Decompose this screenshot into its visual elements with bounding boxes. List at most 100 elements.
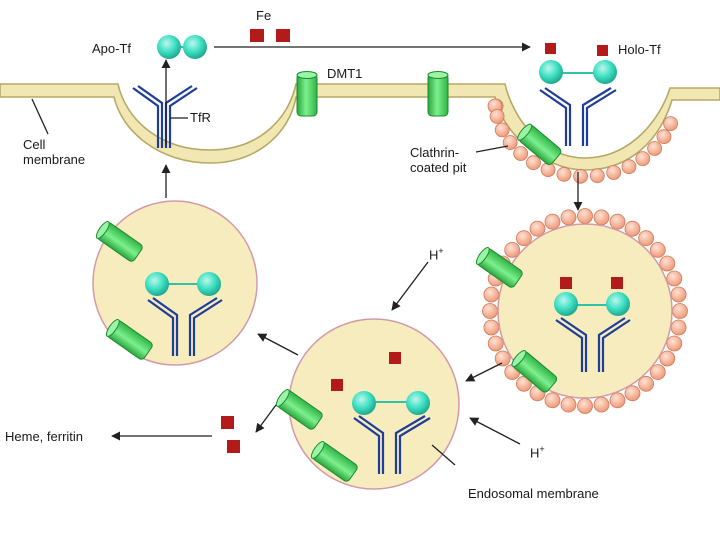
clathrin-bead	[621, 159, 637, 175]
fe-label: Fe	[256, 8, 272, 23]
apo-tf-complex	[352, 391, 430, 415]
cell-membrane-label-line2: membrane	[23, 152, 86, 167]
cell-membrane-band	[0, 83, 720, 171]
arrow-h-plus-top	[391, 261, 429, 311]
apo-tf-complex	[145, 272, 221, 296]
clathrin-bead	[656, 129, 672, 145]
iron-icon	[221, 416, 234, 429]
iron-icon	[331, 379, 343, 391]
clathrin-bead	[638, 230, 654, 247]
clathrin-bead	[589, 168, 605, 184]
clathrin-bead	[504, 241, 521, 258]
clathrin-bead	[526, 155, 541, 171]
dmt1-channel-icon	[475, 247, 523, 288]
clathrin-bead	[659, 350, 676, 367]
cell-membrane	[0, 83, 720, 171]
tfr-label: TfR	[190, 110, 211, 125]
iron-icon	[597, 45, 608, 56]
h-symbol: H	[530, 445, 540, 461]
clathrin-bead	[593, 209, 610, 226]
clathrin-bead	[666, 270, 683, 287]
clathrin-bead	[544, 392, 561, 409]
clathrin-bead	[494, 122, 510, 138]
dmt1-channel-icon	[310, 441, 358, 482]
receptor-icon	[147, 297, 223, 356]
clathrin-coat-icon	[487, 98, 678, 184]
endosomal-membrane-label: Endosomal membrane	[468, 486, 599, 501]
apo-tf-label: Apo-Tf	[92, 41, 132, 56]
clathrin-bead	[560, 396, 577, 413]
clathrin-bead	[666, 335, 683, 352]
receptor-icon	[555, 317, 631, 372]
clathrin-bead	[494, 350, 511, 367]
plus-superscript: +	[438, 246, 444, 256]
h-plus-bottom-label: H+	[530, 442, 545, 460]
iron-icon	[276, 29, 290, 42]
clathrin-bead	[647, 141, 662, 156]
transferrin-icon	[183, 35, 207, 59]
clathrin-label: Clathrin- coated pit	[410, 145, 466, 175]
iron-icon	[545, 43, 556, 54]
holo-tf-complex	[539, 43, 617, 84]
clathrin-bead	[606, 165, 622, 180]
clathrin-bead	[516, 230, 532, 247]
dmt1-channel-icon	[517, 123, 562, 166]
transferrin-icon	[352, 391, 376, 415]
h-symbol: H	[429, 247, 439, 263]
clathrin-bead	[577, 398, 593, 414]
clathrin-bead	[609, 392, 626, 409]
h-plus-top-label: H+	[429, 244, 444, 262]
clathrin-bead	[487, 335, 504, 352]
clathrin-bead	[544, 213, 561, 230]
cell-membrane-label: Cell membrane	[23, 137, 85, 167]
iron-icon	[611, 277, 623, 289]
leader-cell-membrane	[31, 98, 49, 135]
leader-endosomal	[431, 444, 456, 466]
clathrin-bead	[577, 208, 593, 224]
clathrin-bead	[483, 286, 500, 303]
heme-ferritin-label: Heme, ferritin	[5, 429, 84, 444]
clathrin-bead	[670, 319, 687, 336]
clathrin-bead	[593, 396, 610, 413]
dmt1-channel-icon	[296, 71, 318, 117]
clathrin-bead	[529, 220, 546, 237]
receptor-icon	[539, 87, 617, 146]
iron-icon	[250, 29, 264, 42]
dmt1-channel-icon	[427, 71, 449, 117]
transferrin-icon	[406, 391, 430, 415]
apo-tf-complex	[157, 35, 207, 59]
clathrin-bead	[483, 319, 500, 336]
arrow-vesicle-to-endosome	[465, 362, 503, 382]
arrows	[31, 42, 583, 466]
clathrin-bead	[624, 220, 641, 237]
iron-icon	[227, 440, 240, 453]
clathrin-bead	[659, 255, 676, 272]
clathrin-bead	[489, 109, 505, 124]
transferrin-icon	[145, 272, 169, 296]
clathrin-bead	[672, 303, 688, 319]
clathrin-bead	[670, 286, 687, 303]
dmt1-channel-icon	[105, 319, 153, 360]
dmt1-channel-icon	[511, 350, 558, 393]
coated-vesicle	[497, 223, 673, 399]
clathrin-bead	[609, 213, 626, 230]
clathrin-coat-icon	[482, 208, 688, 414]
leader-clathrin	[475, 145, 509, 153]
transferrin-icon	[539, 60, 563, 84]
transferrin-icon	[157, 35, 181, 59]
transferrin-icon	[554, 292, 578, 316]
clathrin-bead	[482, 303, 498, 319]
plus-superscript: +	[539, 444, 545, 454]
dmt1-channel-icon	[275, 389, 323, 430]
clathrin-bead	[560, 209, 577, 226]
clathrin-bead	[573, 168, 588, 184]
arrow-fe-out	[255, 404, 277, 433]
transferrin-icon	[593, 60, 617, 84]
clathrin-bead	[624, 385, 641, 402]
cell-membrane-label-line1: Cell	[23, 137, 46, 152]
holo-tf-complex	[554, 277, 630, 316]
transferrin-icon	[197, 272, 221, 296]
arrow-endosome-to-recycling	[257, 333, 299, 356]
clathrin-bead	[649, 364, 666, 381]
